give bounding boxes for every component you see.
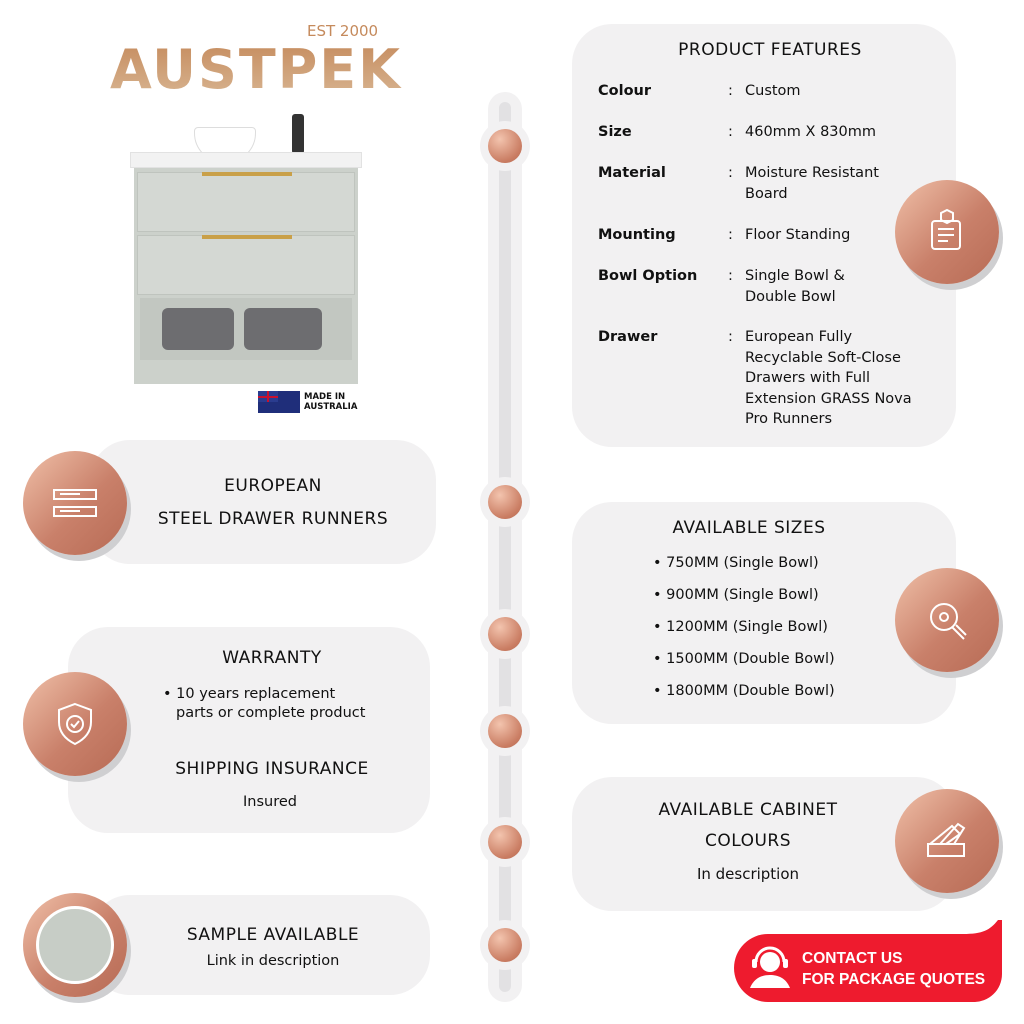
size-item: • 1800MM (Double Bowl) bbox=[653, 683, 835, 699]
feature-row: Material: Moisture Resistant Board bbox=[598, 163, 885, 204]
sample-panel bbox=[90, 895, 430, 995]
warranty-panel bbox=[68, 627, 430, 833]
feature-key: Size bbox=[598, 124, 632, 140]
feature-value: 460mm X 830mm bbox=[745, 124, 877, 140]
colon: : bbox=[728, 124, 733, 140]
feature-key: Mounting bbox=[598, 227, 676, 243]
product-features-panel bbox=[572, 24, 956, 447]
runners-line2: STEEL DRAWER RUNNERS bbox=[157, 509, 389, 529]
colon: : bbox=[728, 329, 733, 345]
spec-document-icon bbox=[895, 180, 999, 284]
drawer-runner-icon bbox=[23, 451, 127, 555]
brand-est: EST 2000 bbox=[307, 22, 379, 40]
feature-value: Single Bowl & Double Bowl bbox=[745, 268, 845, 305]
feature-row: Drawer: European Fully Recyclable Soft-Cl… bbox=[598, 327, 923, 430]
australia-label: AUSTRALIA bbox=[304, 402, 358, 412]
feature-key: Material bbox=[598, 165, 666, 181]
feature-row: Size:460mm X 830mm bbox=[598, 122, 935, 143]
colour-fan-icon bbox=[895, 789, 999, 893]
brand-logo: AUSTPEK bbox=[110, 38, 403, 101]
feature-value: Moisture Resistant Board bbox=[745, 165, 879, 202]
colon: : bbox=[728, 83, 733, 99]
feature-value: European Fully Recyclable Soft-Close Dra… bbox=[745, 329, 912, 427]
timeline-dot bbox=[480, 609, 530, 659]
size-item: • 750MM (Single Bowl) bbox=[653, 555, 819, 571]
runners-panel bbox=[90, 440, 436, 564]
contact-line1: CONTACT US bbox=[802, 950, 903, 967]
contact-button[interactable]: CONTACT US FOR PACKAGE QUOTES bbox=[728, 920, 1002, 1002]
feature-value: Custom bbox=[745, 83, 801, 99]
colours-title-line2: COLOURS bbox=[704, 831, 792, 851]
timeline-dot bbox=[480, 477, 530, 527]
colours-title-line1: AVAILABLE CABINET bbox=[658, 800, 838, 820]
sizes-title: AVAILABLE SIZES bbox=[672, 518, 826, 538]
colon: : bbox=[728, 227, 733, 243]
tape-measure-icon bbox=[895, 568, 999, 672]
product-image bbox=[130, 110, 362, 386]
size-item: • 1500MM (Double Bowl) bbox=[653, 651, 835, 667]
colon: : bbox=[728, 268, 733, 284]
sample-value: Link in description bbox=[206, 953, 340, 969]
timeline-dot bbox=[480, 817, 530, 867]
size-item: • 1200MM (Single Bowl) bbox=[653, 619, 828, 635]
contact-line2: FOR PACKAGE QUOTES bbox=[802, 971, 986, 988]
made-in-label: MADE IN bbox=[304, 392, 346, 402]
timeline-dot bbox=[480, 920, 530, 970]
colour-swatch bbox=[36, 906, 114, 984]
feature-row: Colour: Custom bbox=[598, 81, 935, 102]
shield-icon bbox=[23, 672, 127, 776]
timeline-dot bbox=[480, 121, 530, 171]
shipping-value: Insured bbox=[243, 794, 297, 810]
runners-line1: EUROPEAN bbox=[224, 476, 322, 496]
shipping-title: SHIPPING INSURANCE bbox=[175, 759, 369, 779]
feature-key: Colour bbox=[598, 83, 652, 99]
feature-key: Drawer bbox=[598, 329, 658, 345]
warranty-line2: parts or complete product bbox=[176, 705, 366, 721]
sizes-panel bbox=[572, 502, 956, 724]
sample-title: SAMPLE AVAILABLE bbox=[186, 925, 360, 945]
feature-key: Bowl Option bbox=[598, 268, 698, 284]
colours-value: In description bbox=[696, 865, 800, 883]
features-title: PRODUCT FEATURES bbox=[678, 40, 862, 60]
warranty-line1: • 10 years replacement bbox=[163, 686, 336, 702]
sample-swatch-circle bbox=[23, 893, 127, 997]
headset-agent-icon bbox=[750, 946, 790, 988]
feature-row: Mounting: Floor Standing bbox=[598, 225, 935, 246]
size-item: • 900MM (Single Bowl) bbox=[653, 587, 819, 603]
nz-flag-icon bbox=[258, 391, 300, 413]
feature-row: Bowl Option: Single Bowl & Double Bowl bbox=[598, 266, 865, 307]
timeline-dot bbox=[480, 706, 530, 756]
feature-value: Floor Standing bbox=[745, 227, 851, 243]
warranty-title: WARRANTY bbox=[222, 648, 322, 668]
colours-panel bbox=[572, 777, 956, 911]
colon: : bbox=[728, 165, 733, 181]
